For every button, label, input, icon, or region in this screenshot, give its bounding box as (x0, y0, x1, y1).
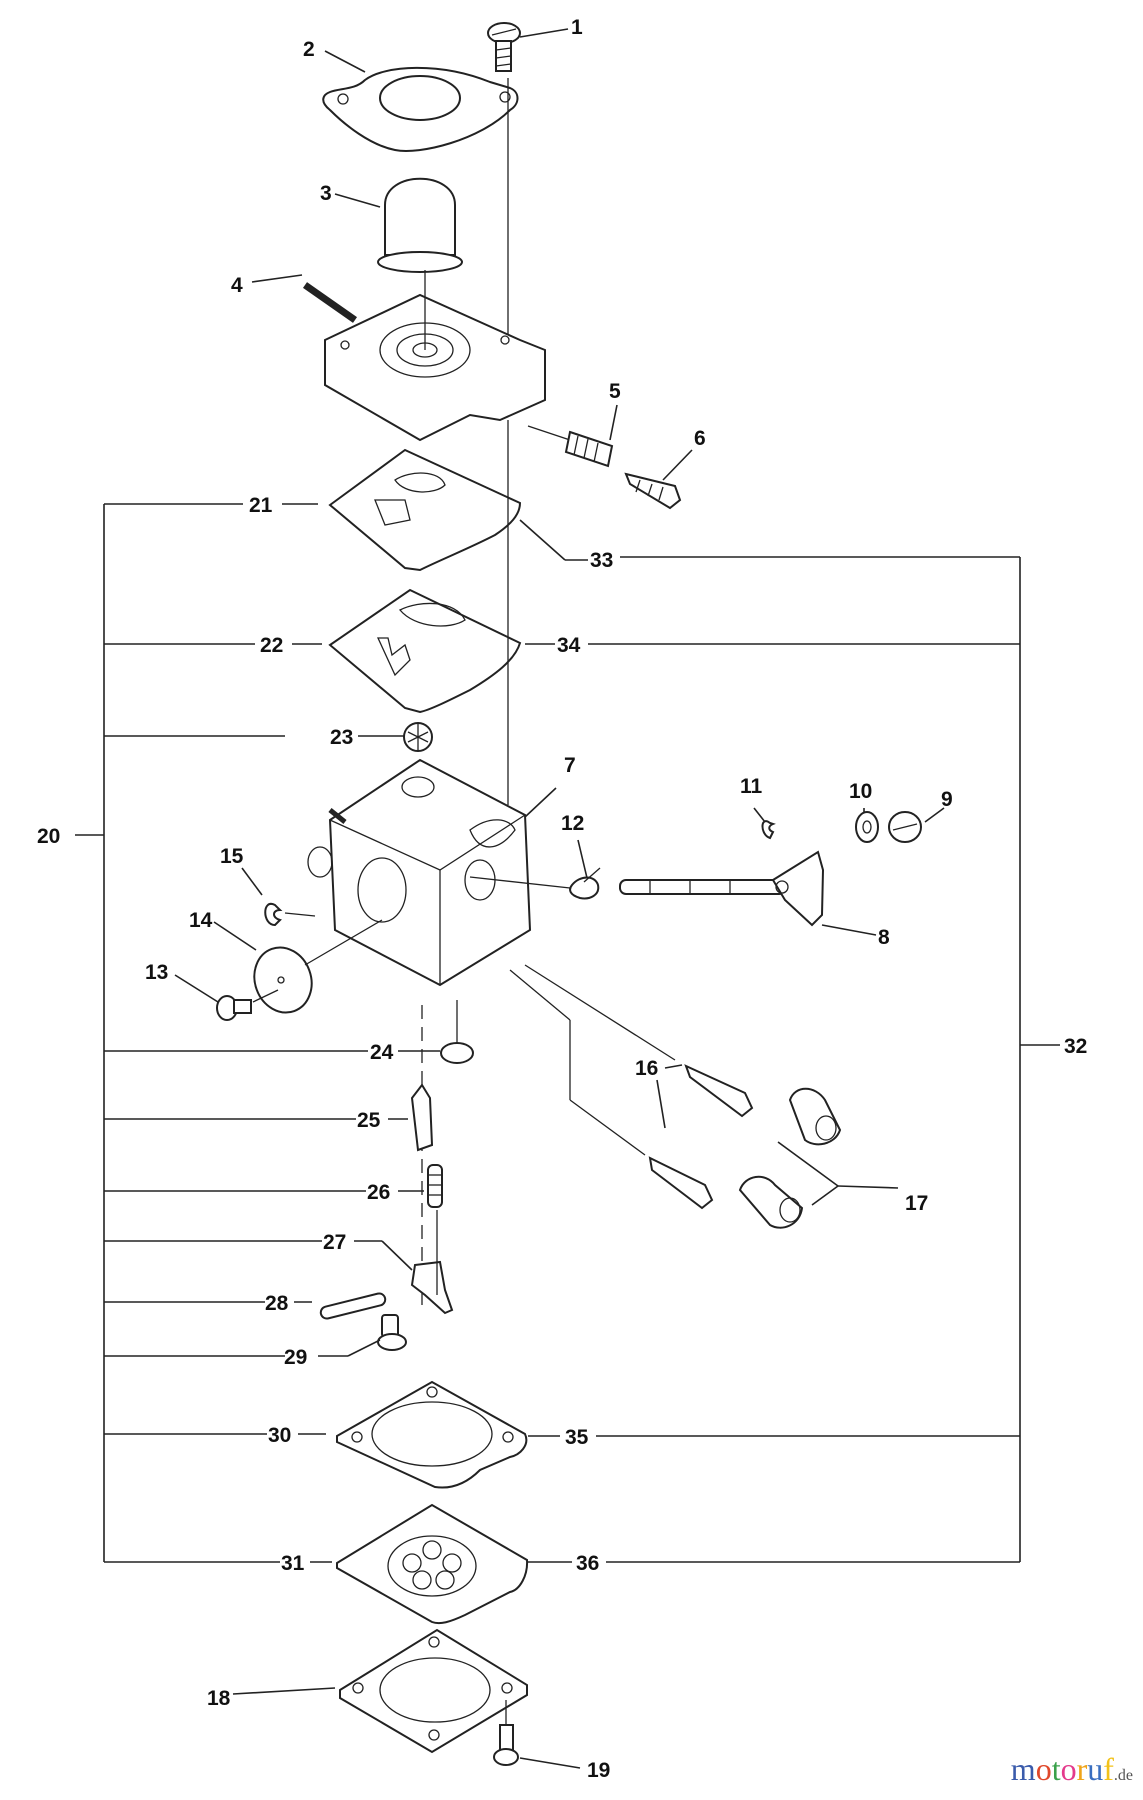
label-10: 10 (849, 780, 872, 803)
watermark-letter: o (1035, 1751, 1052, 1787)
label-27: 27 (323, 1231, 346, 1254)
part-25-inlet-needle (410, 1083, 434, 1152)
label-1: 1 (571, 16, 583, 39)
part-24-cup (440, 1000, 474, 1064)
part-15-e-clip (264, 902, 316, 927)
part-27-lever (410, 1210, 454, 1315)
watermark-letter: t (1051, 1751, 1061, 1787)
part-5-spring (527, 425, 614, 468)
watermark-letter: o (1060, 1751, 1077, 1787)
label-30: 30 (268, 1424, 291, 1447)
part-23-screen (403, 722, 433, 752)
label-3: 3 (320, 182, 332, 205)
part-13-screw (216, 989, 279, 1021)
kit-32-bracket (588, 556, 1060, 1563)
watermark-letter: r (1076, 1751, 1088, 1787)
label-7: 7 (564, 754, 576, 777)
label-19: 19 (587, 1759, 610, 1782)
part-6-adjusting-screw (624, 472, 682, 510)
label-8: 8 (878, 926, 890, 949)
part-7-carburetor-body (307, 758, 532, 987)
part-2-gasket (322, 66, 519, 152)
watermark-letter: m (1010, 1751, 1036, 1787)
label-36: 36 (576, 1552, 599, 1575)
part-31-diaphragm (336, 1503, 529, 1625)
label-15: 15 (220, 845, 244, 868)
kit-20-bracket (75, 503, 440, 1563)
watermark-letter: u (1087, 1751, 1104, 1787)
part-10-washer (855, 811, 879, 843)
label-33: 33 (590, 549, 613, 572)
part-8-throttle-shaft (619, 850, 825, 927)
motoruf-watermark: motoruf.de (1011, 1751, 1133, 1788)
label-35: 35 (565, 1426, 589, 1449)
label-25: 25 (357, 1109, 381, 1132)
label-28: 28 (265, 1292, 289, 1315)
label-14: 14 (189, 909, 213, 932)
part-18-gasket (339, 1628, 528, 1754)
label-34: 34 (557, 634, 581, 657)
part-4-pump-cover (302, 270, 546, 442)
part-30-gasket (336, 1380, 528, 1489)
label-23: 23 (330, 726, 353, 749)
part-19-screw (493, 1700, 519, 1766)
label-24: 24 (370, 1041, 394, 1064)
label-9: 9 (941, 788, 953, 811)
label-11: 11 (740, 775, 763, 798)
part-3-primer-bulb (377, 177, 463, 273)
label-32: 32 (1064, 1035, 1087, 1058)
label-21: 21 (249, 494, 273, 517)
part-21-gasket (328, 448, 522, 572)
part-9-screw (888, 811, 922, 843)
part-28-pin (319, 1292, 387, 1320)
part-14-plate (253, 919, 383, 1014)
label-26: 26 (367, 1181, 390, 1204)
label-20: 20 (37, 825, 60, 848)
part-1-screw (487, 22, 521, 72)
label-18: 18 (207, 1687, 231, 1710)
label-13: 13 (145, 961, 168, 984)
label-22: 22 (260, 634, 283, 657)
part-17-limiter-caps (738, 1087, 842, 1229)
part-16-jet-screws (509, 964, 754, 1210)
label-6: 6 (694, 427, 706, 450)
label-5: 5 (609, 380, 621, 403)
label-17: 17 (905, 1192, 928, 1215)
label-31: 31 (281, 1552, 305, 1575)
label-4: 4 (231, 274, 243, 297)
part-12-spring (469, 867, 601, 900)
label-2: 2 (303, 38, 315, 61)
part-26-spring (427, 1164, 443, 1208)
watermark-letter: f (1103, 1751, 1114, 1787)
leader-lines (174, 28, 945, 1769)
watermark-suffix: .de (1113, 1767, 1133, 1784)
label-16: 16 (635, 1057, 658, 1080)
part-22-diaphragm (328, 588, 522, 714)
label-29: 29 (284, 1346, 307, 1369)
part-29-screw (377, 1314, 407, 1351)
label-12: 12 (561, 812, 584, 835)
part-11-e-clip (761, 820, 776, 840)
